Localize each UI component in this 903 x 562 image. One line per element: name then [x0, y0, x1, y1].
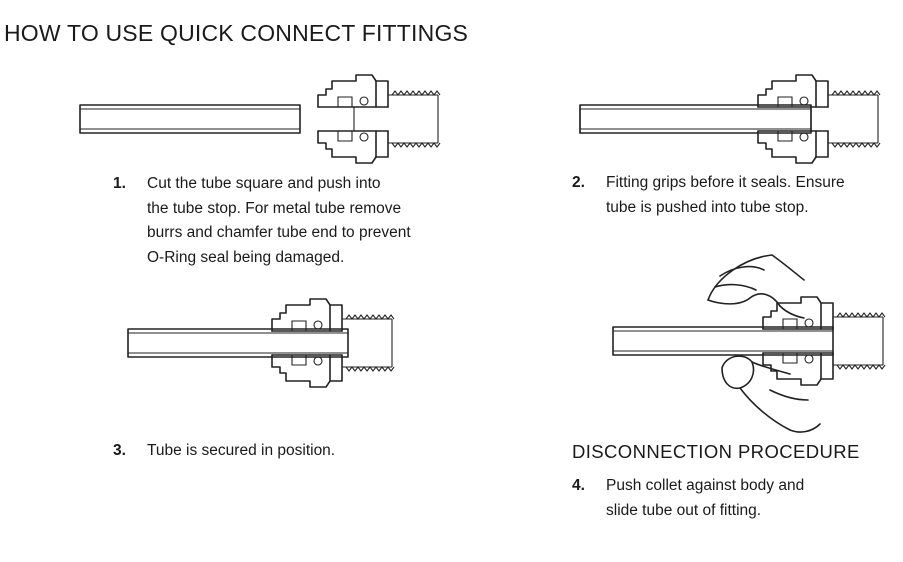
- step-line: Fitting grips before it seals. Ensure: [606, 174, 845, 191]
- figure-3-tube-secured: [127, 298, 395, 388]
- step-line: tube is pushed into tube stop.: [606, 198, 809, 216]
- step-text: Cut the tube square and push into the tu…: [147, 172, 411, 270]
- step-line: the tube stop. For metal tube remove: [147, 199, 402, 217]
- figure-2-tube-inserted: [579, 74, 881, 164]
- step-line: Tube is secured in position.: [147, 442, 336, 459]
- figure-4-disconnection: [612, 254, 886, 433]
- step-line: Push collet against body and: [606, 477, 805, 494]
- step-line: slide tube out of fitting.: [606, 501, 762, 519]
- step-number: 4.: [572, 477, 585, 494]
- step-line: burrs and chamfer tube end to prevent: [147, 224, 411, 241]
- disconnection-heading: DISCONNECTION PROCEDURE: [572, 441, 860, 462]
- step-text: Tube is secured in position.: [147, 439, 335, 464]
- figure-1-tube-before-insertion: [79, 74, 441, 164]
- step-text: Fitting grips before it seals. Ensure tu…: [606, 171, 845, 220]
- step-line: O-Ring seal being damaged.: [147, 248, 345, 266]
- step-number: 1.: [113, 175, 126, 192]
- step-number: 3.: [113, 442, 126, 459]
- step-line: Cut the tube square and push into: [147, 175, 381, 192]
- step-text: Push collet against body and slide tube …: [606, 474, 804, 523]
- step-number: 2.: [572, 174, 585, 191]
- page-title: HOW TO USE QUICK CONNECT FITTINGS: [4, 20, 469, 46]
